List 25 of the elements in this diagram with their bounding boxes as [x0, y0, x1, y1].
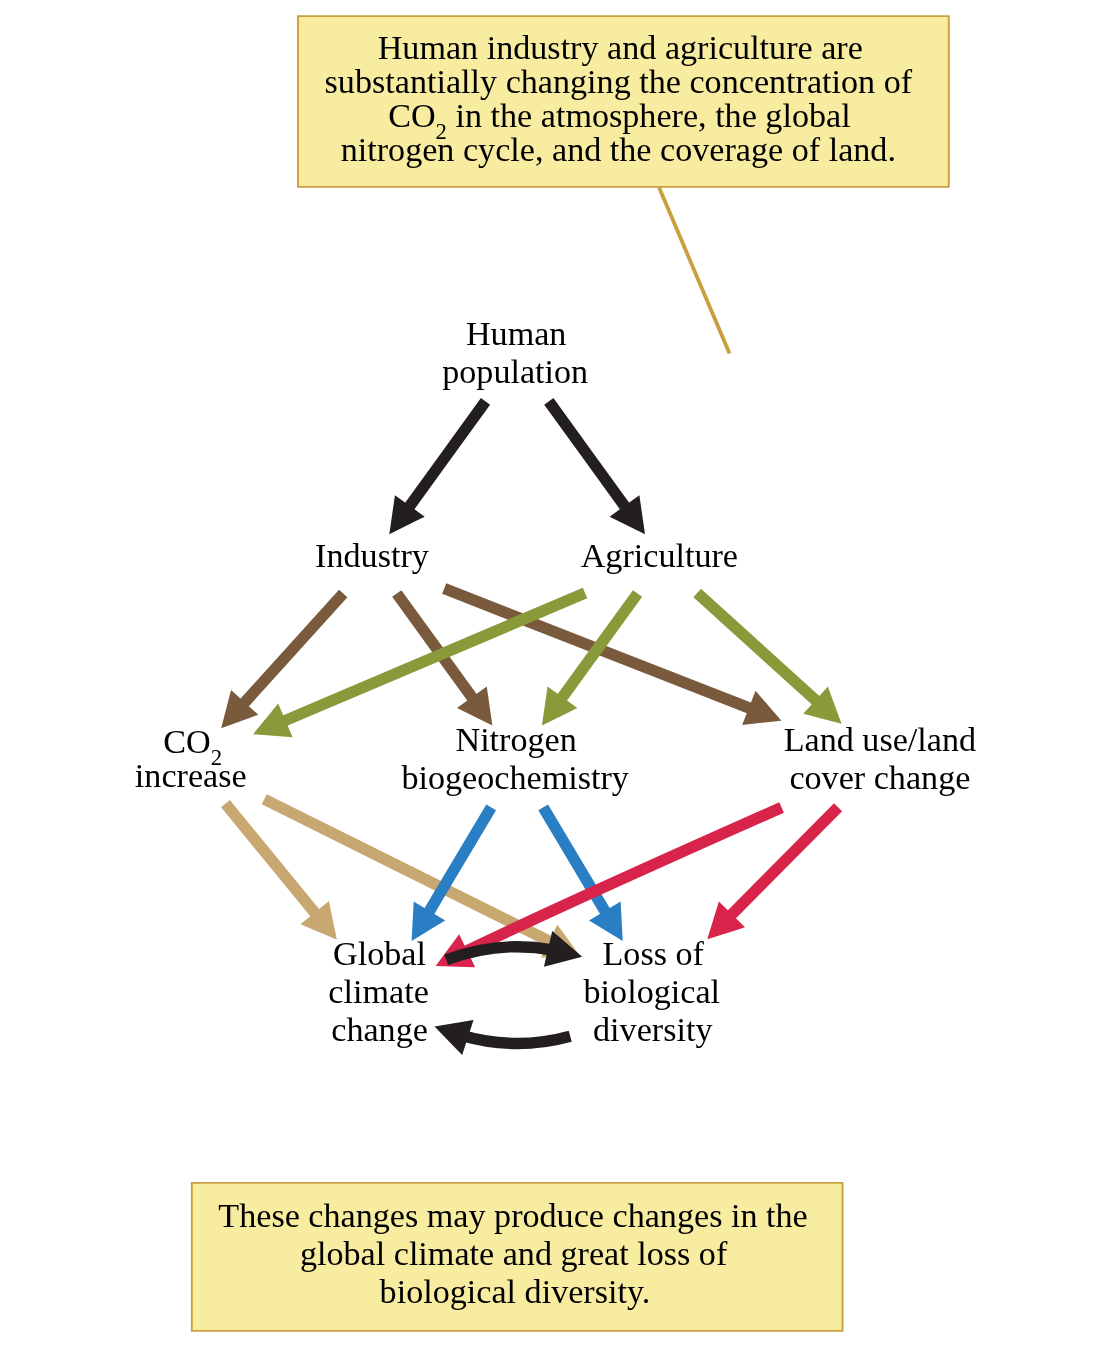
node-text: Nitrogen biogeochemistry	[400, 721, 629, 797]
node-text: CO$_{2}$ increase	[134, 722, 247, 795]
arrow	[692, 588, 841, 724]
arrow	[541, 590, 642, 726]
arrow	[252, 587, 587, 738]
arrow	[434, 1019, 572, 1055]
node-text: Land use/land cover change	[783, 721, 976, 797]
arrow	[443, 930, 582, 967]
arrow	[220, 589, 347, 729]
arrow	[543, 398, 645, 535]
node-text: Industry	[314, 537, 429, 575]
arrow	[706, 803, 842, 940]
node-text: Global climate change	[327, 935, 429, 1049]
arrow	[537, 804, 623, 942]
arrow	[388, 398, 490, 535]
node-box: These changes may produce changes in the global climate and great loss of biological diversity.	[190, 1181, 843, 1332]
arrow	[411, 804, 496, 942]
node-text: Agriculture	[580, 537, 738, 575]
connector	[656, 186, 731, 355]
node-text: Loss of biological diversity	[583, 935, 720, 1049]
node-text: Human population	[441, 315, 588, 391]
arrow	[441, 583, 781, 725]
arrow	[391, 590, 492, 726]
arrow	[220, 800, 337, 940]
node-box: Human industry and agriculture are substantially changing the concentration of CO$_{2}$ in the atmosphere, the global nitrogen cycle, and the coverage of land.	[296, 15, 950, 188]
